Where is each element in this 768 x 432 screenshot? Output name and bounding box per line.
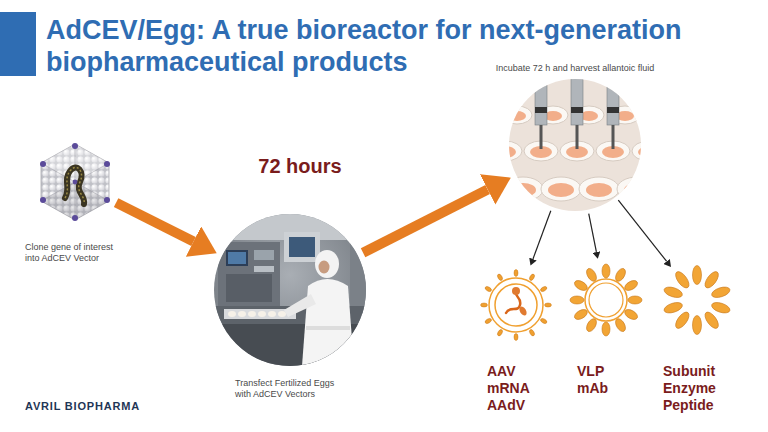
- node-outline: [478, 267, 554, 343]
- node-illustration: [570, 264, 642, 336]
- subunit-particle: Subunit Enzyme Peptide: [659, 262, 735, 414]
- company-logo-text: AVRIL BIOPHARMA: [25, 400, 140, 412]
- vlp-particle: VLP mAb: [568, 262, 644, 397]
- product-arrow: [618, 200, 666, 261]
- node-illustration: [214, 214, 366, 366]
- product-list: AAV mRNA AAdV: [487, 363, 529, 414]
- node-illustration: [481, 270, 552, 341]
- product-list: VLP mAb: [577, 363, 608, 397]
- node-outline: [509, 79, 641, 211]
- node-illustration: [488, 75, 666, 211]
- product-arrow: [589, 214, 597, 252]
- node-outline: [35, 142, 115, 222]
- duration-label: 72 hours: [258, 155, 341, 178]
- transfection-photo: Transfect Fertilized Eggs with AdCEV Vec…: [214, 214, 366, 400]
- node-illustration: [40, 143, 110, 221]
- step-caption: Incubate 72 h and harvest allantoic flui…: [496, 63, 655, 74]
- node-illustration: [663, 266, 731, 335]
- product-arrow: [533, 211, 551, 259]
- aav-particle: AAV mRNA AAdV: [478, 267, 554, 414]
- egg-harvest-photo: Incubate 72 h and harvest allantoic flui…: [470, 63, 680, 211]
- title-accent-bar: [0, 12, 36, 76]
- process-arrow: [116, 203, 193, 242]
- node-outline: [214, 214, 366, 366]
- node-outline: [659, 262, 735, 338]
- step-caption: Clone gene of interest into AdCEV Vector: [25, 242, 120, 264]
- duration-label-box: 72 hours: [258, 155, 341, 178]
- vector-illustration: Clone gene of interest into AdCEV Vector: [25, 142, 125, 264]
- node-outline: [568, 262, 644, 338]
- process-arrow: [363, 189, 488, 252]
- product-list: Subunit Enzyme Peptide: [663, 363, 716, 414]
- step-caption: Transfect Fertilized Eggs with AdCEV Vec…: [235, 378, 345, 400]
- company-logo-text-box: AVRIL BIOPHARMA: [25, 400, 140, 412]
